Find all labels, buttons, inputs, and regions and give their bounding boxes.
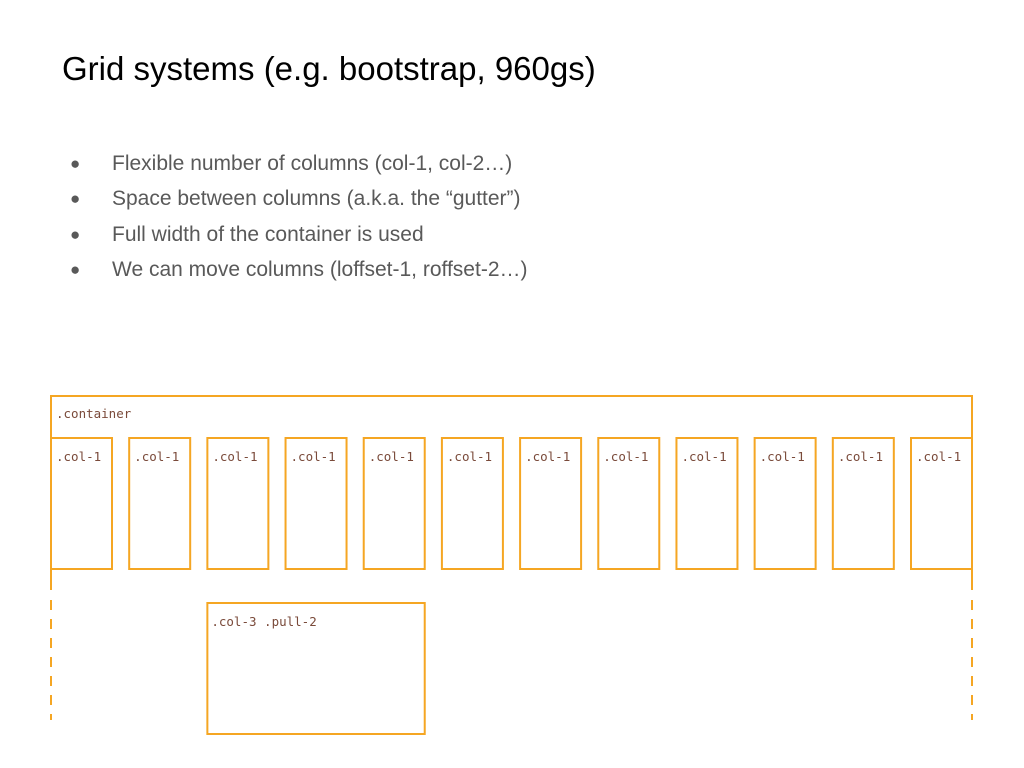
bullet-text: We can move columns (loffset-1, roffset-… xyxy=(112,258,528,282)
bullet-dot-icon: ● xyxy=(70,224,81,244)
diagram-layer: .container .col-1 .col-1 .col-1 .col-1 .col-1… xyxy=(50,395,973,735)
grid-column xyxy=(831,437,895,570)
grid-column xyxy=(362,437,426,570)
grid-column-label: .col-1 xyxy=(760,449,805,464)
bullet-text: Flexible number of columns (col-1, col-2… xyxy=(112,151,513,175)
bullet-text: Full width of the container is used xyxy=(112,222,424,246)
grid-column-label: .col-1 xyxy=(603,449,648,464)
pulled-column-block xyxy=(206,602,426,735)
pulled-column-label: .col-3 .pull-2 xyxy=(211,614,316,629)
grid-column xyxy=(753,437,817,570)
slide-title: Grid systems (e.g. bootstrap, 960gs) xyxy=(62,50,596,87)
bullet-item: ● Space between columns (a.k.a. the “gut… xyxy=(70,182,528,218)
bullet-list: ● Flexible number of columns (col-1, col… xyxy=(70,146,528,288)
grid-column-label: .col-1 xyxy=(212,449,257,464)
bullet-text: Space between columns (a.k.a. the “gutte… xyxy=(112,187,521,211)
grid-column xyxy=(128,437,192,570)
grid-column-label: .col-1 xyxy=(838,449,883,464)
bullet-item: ● We can move columns (loffset-1, roffse… xyxy=(70,253,528,289)
grid-column-label: .col-1 xyxy=(134,449,179,464)
grid-column-label: .col-1 xyxy=(525,449,570,464)
container-label: .container xyxy=(56,406,132,421)
bullet-item: ● Flexible number of columns (col-1, col… xyxy=(70,146,528,182)
grid-column-label: .col-1 xyxy=(447,449,492,464)
grid-column-label: .col-1 xyxy=(916,449,961,464)
bullet-dot-icon: ● xyxy=(70,260,81,280)
grid-column-label: .col-1 xyxy=(369,449,414,464)
grid-column xyxy=(50,437,113,570)
bullet-dot-icon: ● xyxy=(70,153,81,173)
bullet-dot-icon: ● xyxy=(70,189,81,209)
grid-column xyxy=(206,437,270,570)
grid-column xyxy=(284,437,348,570)
grid-column xyxy=(675,437,739,570)
grid-column xyxy=(910,437,973,570)
bullet-item: ● Full width of the container is used xyxy=(70,217,528,253)
grid-column xyxy=(519,437,583,570)
grid-column-label: .col-1 xyxy=(291,449,336,464)
grid-column xyxy=(597,437,661,570)
container-outline xyxy=(50,395,973,590)
grid-column-label: .col-1 xyxy=(56,449,101,464)
grid-column xyxy=(440,437,504,570)
grid-column-label: .col-1 xyxy=(681,449,726,464)
